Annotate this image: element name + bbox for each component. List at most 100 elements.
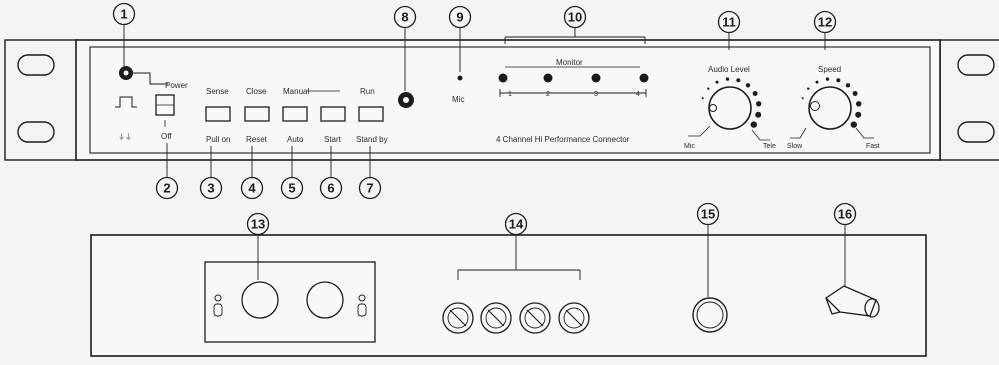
pulse-symbol-icon [115, 96, 137, 108]
knob1-left-label: Mic [684, 143, 695, 150]
callout-5-label: 5 [288, 181, 295, 196]
monitor-label: Monitor [556, 58, 583, 67]
right-rack-ear [939, 39, 999, 161]
left-rack-ear [4, 39, 78, 161]
audio-level-knob-group: Audio Level Mic Tele [684, 65, 776, 150]
callout-12-circle [813, 10, 837, 34]
audio-level-knob[interactable] [708, 86, 752, 130]
callout-7-label: 7 [366, 181, 373, 196]
knob1-tick-9 [755, 111, 762, 118]
callout-2-label: 2 [163, 181, 170, 196]
monitor-mark-3: 3 [594, 91, 598, 98]
monitor-mark-1: 1 [508, 91, 512, 98]
callout-6-label: 6 [327, 181, 334, 196]
speed-knob-group: Speed Slow Fast [787, 65, 880, 150]
knob2-tick-9 [855, 111, 862, 118]
callout-9-label: 9 [456, 10, 463, 25]
power-label: Power [165, 81, 188, 90]
off-label: Off [161, 132, 172, 141]
callout-10-label: 10 [568, 10, 582, 25]
monitor-mark-4: 4 [636, 91, 640, 98]
callout-2-circle [155, 176, 179, 200]
monitor-led-1 [498, 73, 508, 83]
callout-11-label: 11 [722, 15, 736, 30]
callout-4-label: 4 [248, 181, 256, 196]
rear-terminal-1[interactable] [442, 302, 474, 334]
knob1-tick-4 [725, 77, 730, 81]
knob1-tick-6 [745, 83, 751, 88]
switch-label-auto: Auto [287, 135, 304, 144]
switch-4[interactable] [244, 106, 270, 122]
rear-connector-right[interactable] [306, 281, 344, 319]
left-ear-slot-bottom [17, 121, 55, 143]
callout-13-circle [246, 212, 270, 236]
knob2-tick-3 [815, 80, 819, 84]
knob2-tick-4 [825, 77, 830, 81]
callout-10-circle [563, 5, 587, 29]
callout-8-circle [393, 5, 417, 29]
input-jack[interactable] [398, 92, 414, 108]
rear-round-connector[interactable] [692, 297, 728, 333]
headphone-jack[interactable] [119, 66, 133, 80]
knob1-tick-3 [715, 80, 719, 84]
callout-3-label: 3 [207, 181, 214, 196]
switch-label-start: Start [324, 135, 342, 144]
rear-connector-plate [204, 261, 376, 343]
callout-7-circle [358, 176, 382, 200]
knob1-tick-1 [701, 97, 704, 100]
callout-3-circle [199, 176, 223, 200]
knob2-tick-7 [852, 91, 858, 96]
switch-5[interactable] [282, 106, 308, 122]
switch-label-pull-on: Pull on [206, 135, 230, 144]
callout-16-label: 16 [838, 207, 852, 222]
rear-connector-left[interactable] [241, 281, 279, 319]
small-symbol-glyph: ⏚⏚ [118, 133, 132, 141]
knob1-tick-10 [750, 121, 757, 128]
switch-label-stand-by: Stand by [356, 135, 388, 144]
power-cord-inlet[interactable] [824, 285, 880, 318]
knob2-tick-8 [856, 101, 862, 107]
switch-label-run: Run [360, 87, 375, 96]
callout-16-circle [833, 202, 857, 226]
rear-terminal-2[interactable] [480, 302, 512, 334]
callout-14-label: 14 [509, 217, 524, 232]
callout-1-label: 1 [120, 7, 127, 22]
knob2-tick-6 [845, 83, 851, 88]
callout-1-circle [112, 2, 136, 26]
callout-5-circle [280, 176, 304, 200]
speed-knob[interactable] [808, 86, 852, 130]
knob2-tick-2 [807, 87, 810, 90]
front-panel [75, 39, 941, 161]
function-switch-row: Sense Close Manual Run Pull on Reset Aut… [205, 87, 388, 144]
knob1-right-label: Tele [763, 143, 776, 150]
switch-3[interactable] [205, 106, 231, 122]
knob1-tick-7 [752, 91, 758, 96]
knob2-tick-1 [801, 97, 804, 100]
switch-6[interactable] [320, 106, 346, 122]
rear-terminal-4[interactable] [558, 302, 590, 334]
knob1-tick-5 [736, 78, 741, 83]
monitor-led-4 [639, 73, 649, 83]
rear-terminal-group [442, 269, 590, 334]
switch-label-manual: Manual [283, 87, 309, 96]
monitor-led-2 [543, 73, 553, 83]
knob2-tick-5 [836, 78, 841, 83]
knob1-tick-2 [707, 87, 710, 90]
switch-label-close: Close [246, 87, 267, 96]
knob2-right-label: Fast [866, 143, 880, 150]
screw-left-icon [213, 294, 223, 317]
callout-6-circle [319, 176, 343, 200]
knob1-title: Audio Level [708, 65, 750, 74]
switch-7[interactable] [358, 106, 384, 122]
right-ear-slot-top [957, 54, 995, 76]
callout-15-circle [696, 202, 720, 226]
callout-14-circle [504, 212, 528, 236]
knob2-title: Speed [818, 65, 841, 74]
knob2-left-label: Slow [787, 143, 803, 150]
rear-terminal-3[interactable] [519, 302, 551, 334]
switch-label-reset: Reset [246, 135, 268, 144]
callout-13-label: 13 [251, 217, 265, 232]
callout-8-label: 8 [401, 10, 408, 25]
